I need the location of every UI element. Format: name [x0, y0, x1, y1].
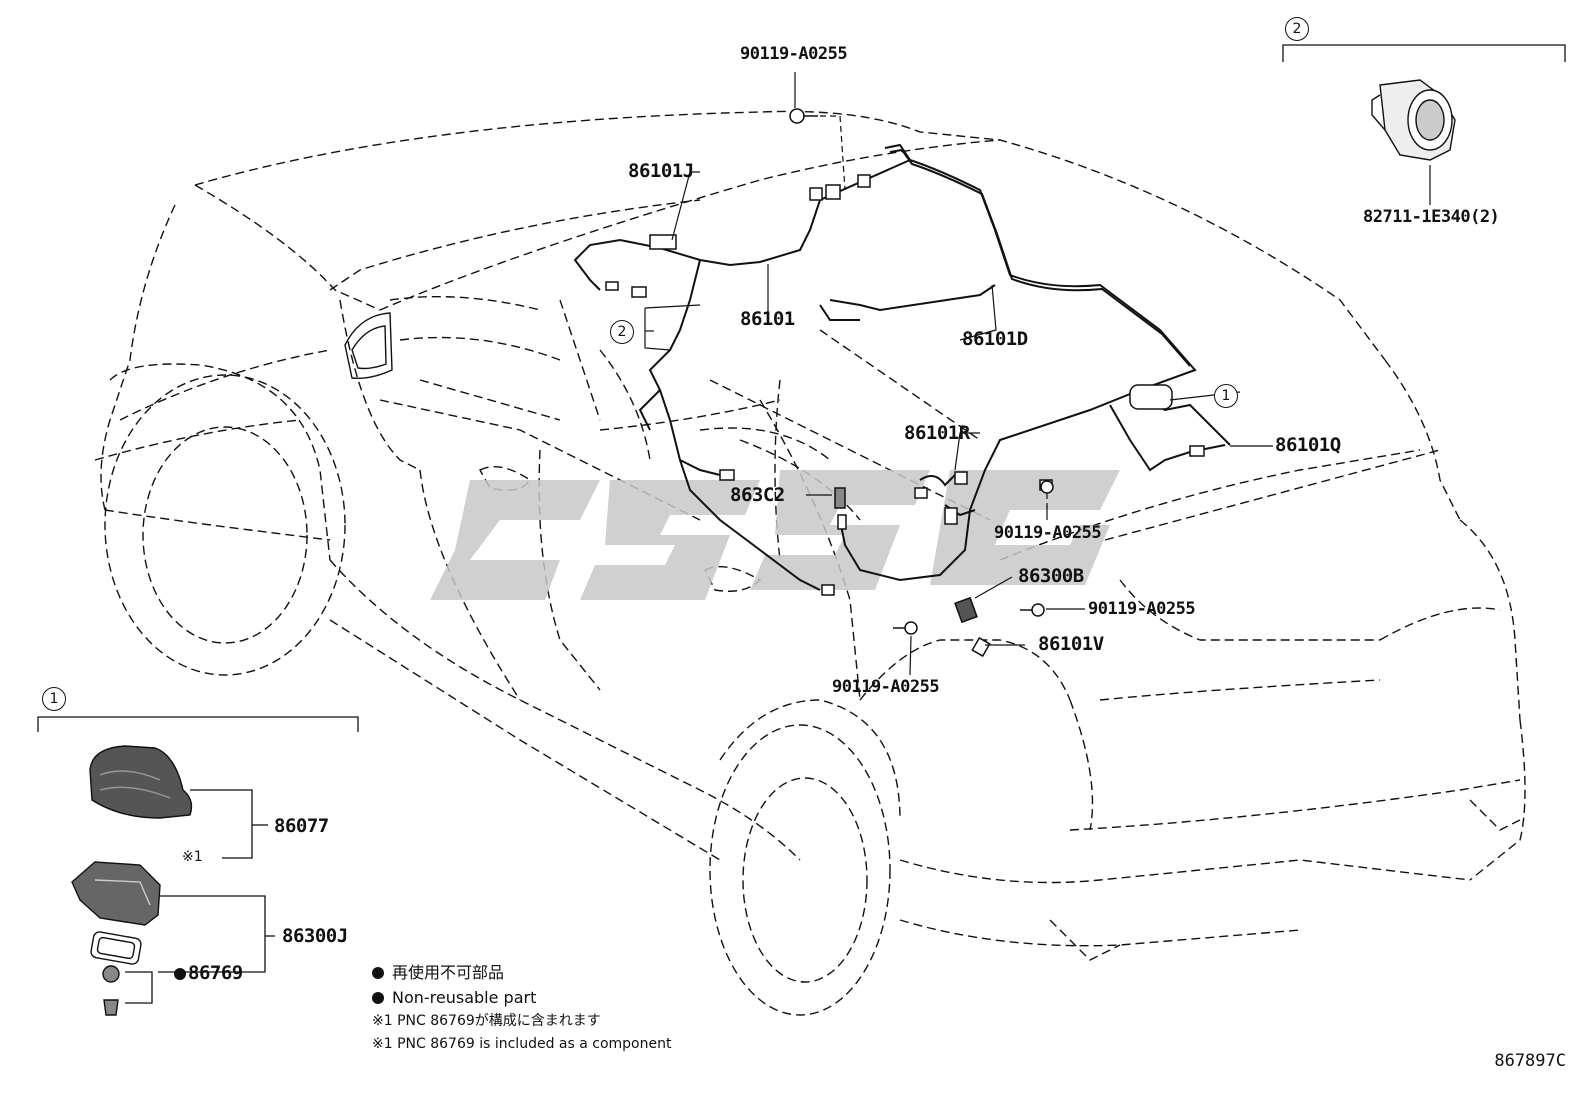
- inset-1-leaders: [125, 789, 275, 1004]
- label-bolt-right: 90119-A0255: [1088, 599, 1196, 619]
- callout-2-on-vehicle: 2: [610, 320, 634, 344]
- legend-row-en: Non-reusable part: [372, 985, 671, 1010]
- label-harness-j: 86101J: [628, 160, 694, 182]
- holder-drawing: [1371, 79, 1456, 161]
- reference-mark: ※1: [182, 849, 203, 865]
- callout-2-inset: 2: [1285, 17, 1309, 41]
- label-gasket-text: 86769: [188, 962, 243, 984]
- label-harness-d: 86101D: [962, 328, 1028, 350]
- non-reusable-dot-icon: [372, 992, 384, 1004]
- label-harness-v: 86101V: [1038, 633, 1104, 655]
- label-antenna-base: 86300J: [282, 925, 348, 947]
- side-mirror: [344, 312, 393, 380]
- legend: 再使用不可部品 Non-reusable part ※1 PNC 86769が構…: [372, 960, 671, 1056]
- bolts: [789, 108, 1054, 635]
- inset-2-bracket: [1282, 44, 1566, 62]
- antenna-base-drawing: [71, 861, 161, 1016]
- label-bolt-bottom: 90119-A0255: [832, 677, 940, 697]
- legend-jp-nonreusable: 再使用不可部品: [392, 963, 505, 982]
- wire-harness: [573, 143, 1231, 591]
- watermark: [430, 470, 1120, 600]
- callout-1-on-vehicle: 1: [1214, 384, 1238, 408]
- label-gasket: 86769: [174, 962, 243, 984]
- label-antenna-b: 86300B: [1018, 565, 1084, 587]
- legend-jp-note: ※1 PNC 86769が構成に含まれます: [372, 1013, 601, 1029]
- non-reusable-dot-icon: [372, 967, 384, 979]
- label-antenna-cover: 86077: [274, 815, 329, 837]
- label-harness-r: 86101R: [904, 422, 970, 444]
- label-holder: 82711-1E340(2): [1363, 207, 1500, 227]
- label-harness-main: 86101: [740, 308, 795, 330]
- legend-en-nonreusable: Non-reusable part: [392, 988, 537, 1007]
- label-bolt-top: 90119-A0255: [740, 44, 848, 64]
- inset-1-bracket: [37, 716, 359, 732]
- antenna-cover-drawing: [89, 745, 193, 819]
- document-number: 867897C: [1494, 1051, 1566, 1071]
- legend-row-jp: 再使用不可部品: [372, 960, 671, 985]
- callout-1-inset: 1: [42, 687, 66, 711]
- non-reusable-dot-icon: [174, 968, 186, 980]
- legend-en-note: ※1 PNC 86769 is included as a component: [372, 1036, 672, 1052]
- label-connector-c2: 863C2: [730, 484, 785, 506]
- label-harness-q: 86101Q: [1275, 434, 1341, 456]
- connectors: [605, 174, 1205, 658]
- label-bolt-mid: 90119-A0255: [994, 523, 1102, 543]
